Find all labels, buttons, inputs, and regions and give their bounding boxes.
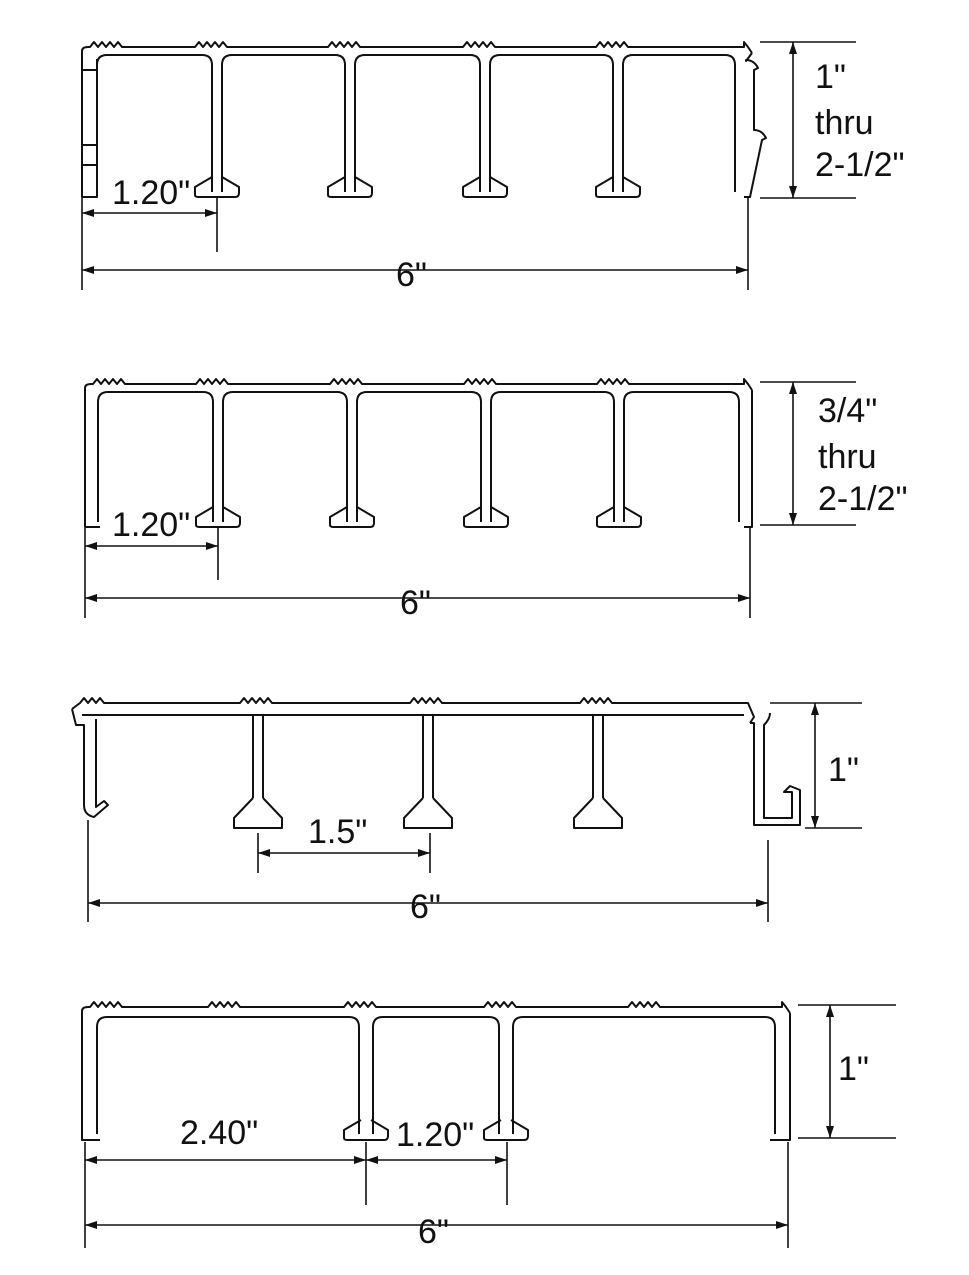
profile-2-top-surface [84, 378, 753, 391]
profile-drawings [71, 41, 896, 1248]
profile-cell [490, 391, 615, 522]
arrowhead [811, 816, 819, 828]
profile-4-spacing-label-1: 2.40" [180, 1114, 258, 1152]
arrowhead [789, 42, 797, 54]
arrowhead [418, 849, 430, 857]
profile-cell [221, 54, 346, 192]
arrowhead [366, 1156, 378, 1164]
profile-1-height-label-2: thru [815, 104, 874, 142]
web [252, 715, 264, 798]
arrowhead [789, 186, 797, 198]
profile-cell [354, 54, 481, 192]
labels: 1.20" 6" 1" thru 2-1/2" 1.20" 6" 3/4" th… [112, 58, 908, 1251]
web-foot [327, 176, 373, 198]
profile-1-top-surface [81, 41, 753, 54]
arrowhead [789, 382, 797, 394]
profile-cell [97, 391, 214, 522]
web-foot [462, 176, 508, 198]
arrowhead [85, 542, 97, 550]
profile-cell [356, 391, 482, 522]
profile-cell [96, 1016, 360, 1134]
arrowhead [85, 1156, 97, 1164]
web-foot [403, 797, 453, 829]
arrowhead [354, 1156, 366, 1164]
profile-2-height-label-2: thru [818, 438, 877, 476]
web-foot [343, 1119, 389, 1141]
arrowhead [738, 594, 750, 602]
profile-3-top-surface [71, 697, 755, 724]
web-foot [329, 506, 375, 528]
arrowhead [85, 594, 97, 602]
web [422, 715, 434, 798]
web-foot [595, 176, 641, 198]
arrowhead [826, 1126, 834, 1138]
profile-4-width-label: 6" [418, 1213, 449, 1251]
profile-2-width-label: 6" [400, 584, 431, 622]
profile-cell [622, 54, 736, 192]
profile-3-left-hook [71, 708, 109, 818]
profile-1-height-label-3: 2-1/2" [815, 146, 905, 184]
arrowhead [82, 209, 94, 217]
web-foot [195, 506, 241, 528]
profile-1-right-wall [744, 52, 767, 198]
profile-4-left-wall [81, 1011, 100, 1141]
arrowhead [789, 513, 797, 525]
profile-cell [623, 391, 740, 522]
arrowhead [495, 1156, 507, 1164]
profile-cell [489, 54, 614, 192]
web [592, 715, 604, 798]
arrowhead [826, 1005, 834, 1017]
profile-1-height-label-1: 1" [815, 58, 846, 96]
web-foot [483, 1119, 529, 1141]
arrowhead [205, 209, 217, 217]
profile-3-right-channel [750, 712, 801, 826]
arrowhead [206, 542, 218, 550]
profile-cell [222, 391, 348, 522]
arrowhead [756, 899, 768, 907]
profile-cell [512, 1016, 776, 1134]
profile-2-spacing-label: 1.20" [112, 506, 190, 544]
profile-2-left-wall [84, 388, 100, 528]
profile-cell [372, 1016, 500, 1134]
profile-cell [96, 54, 213, 192]
profile-4-spacing-label-2: 1.20" [396, 1116, 474, 1154]
profile-3-width-label: 6" [410, 888, 441, 926]
arrowhead [776, 1221, 788, 1229]
profile-4-top-surface [81, 1001, 791, 1014]
profile-2-height-label-1: 3/4" [818, 392, 877, 430]
arrowhead [82, 266, 94, 274]
profile-4-height-label: 1" [838, 1050, 869, 1088]
web-foot [596, 506, 642, 528]
profile-1-left-clip [82, 69, 96, 166]
profile-1-left-wall [81, 51, 98, 198]
web-foot [573, 797, 623, 829]
web-foot [463, 506, 509, 528]
web-foot [194, 176, 240, 198]
web-foot [233, 797, 283, 829]
arrowhead [258, 849, 270, 857]
profile-3-height-label: 1" [828, 751, 859, 789]
profile-4-right-wall [770, 1013, 791, 1141]
profile-3-spacing-label: 1.5" [308, 813, 367, 851]
arrowhead [88, 899, 100, 907]
arrowhead [85, 1221, 97, 1229]
profile-2-right-wall [744, 390, 753, 528]
profile-1-width-label: 6" [396, 256, 427, 294]
arrowhead [736, 266, 748, 274]
arrowhead [811, 703, 819, 715]
profile-1-spacing-label: 1.20" [112, 174, 190, 212]
profile-2-height-label-3: 2-1/2" [818, 480, 908, 518]
